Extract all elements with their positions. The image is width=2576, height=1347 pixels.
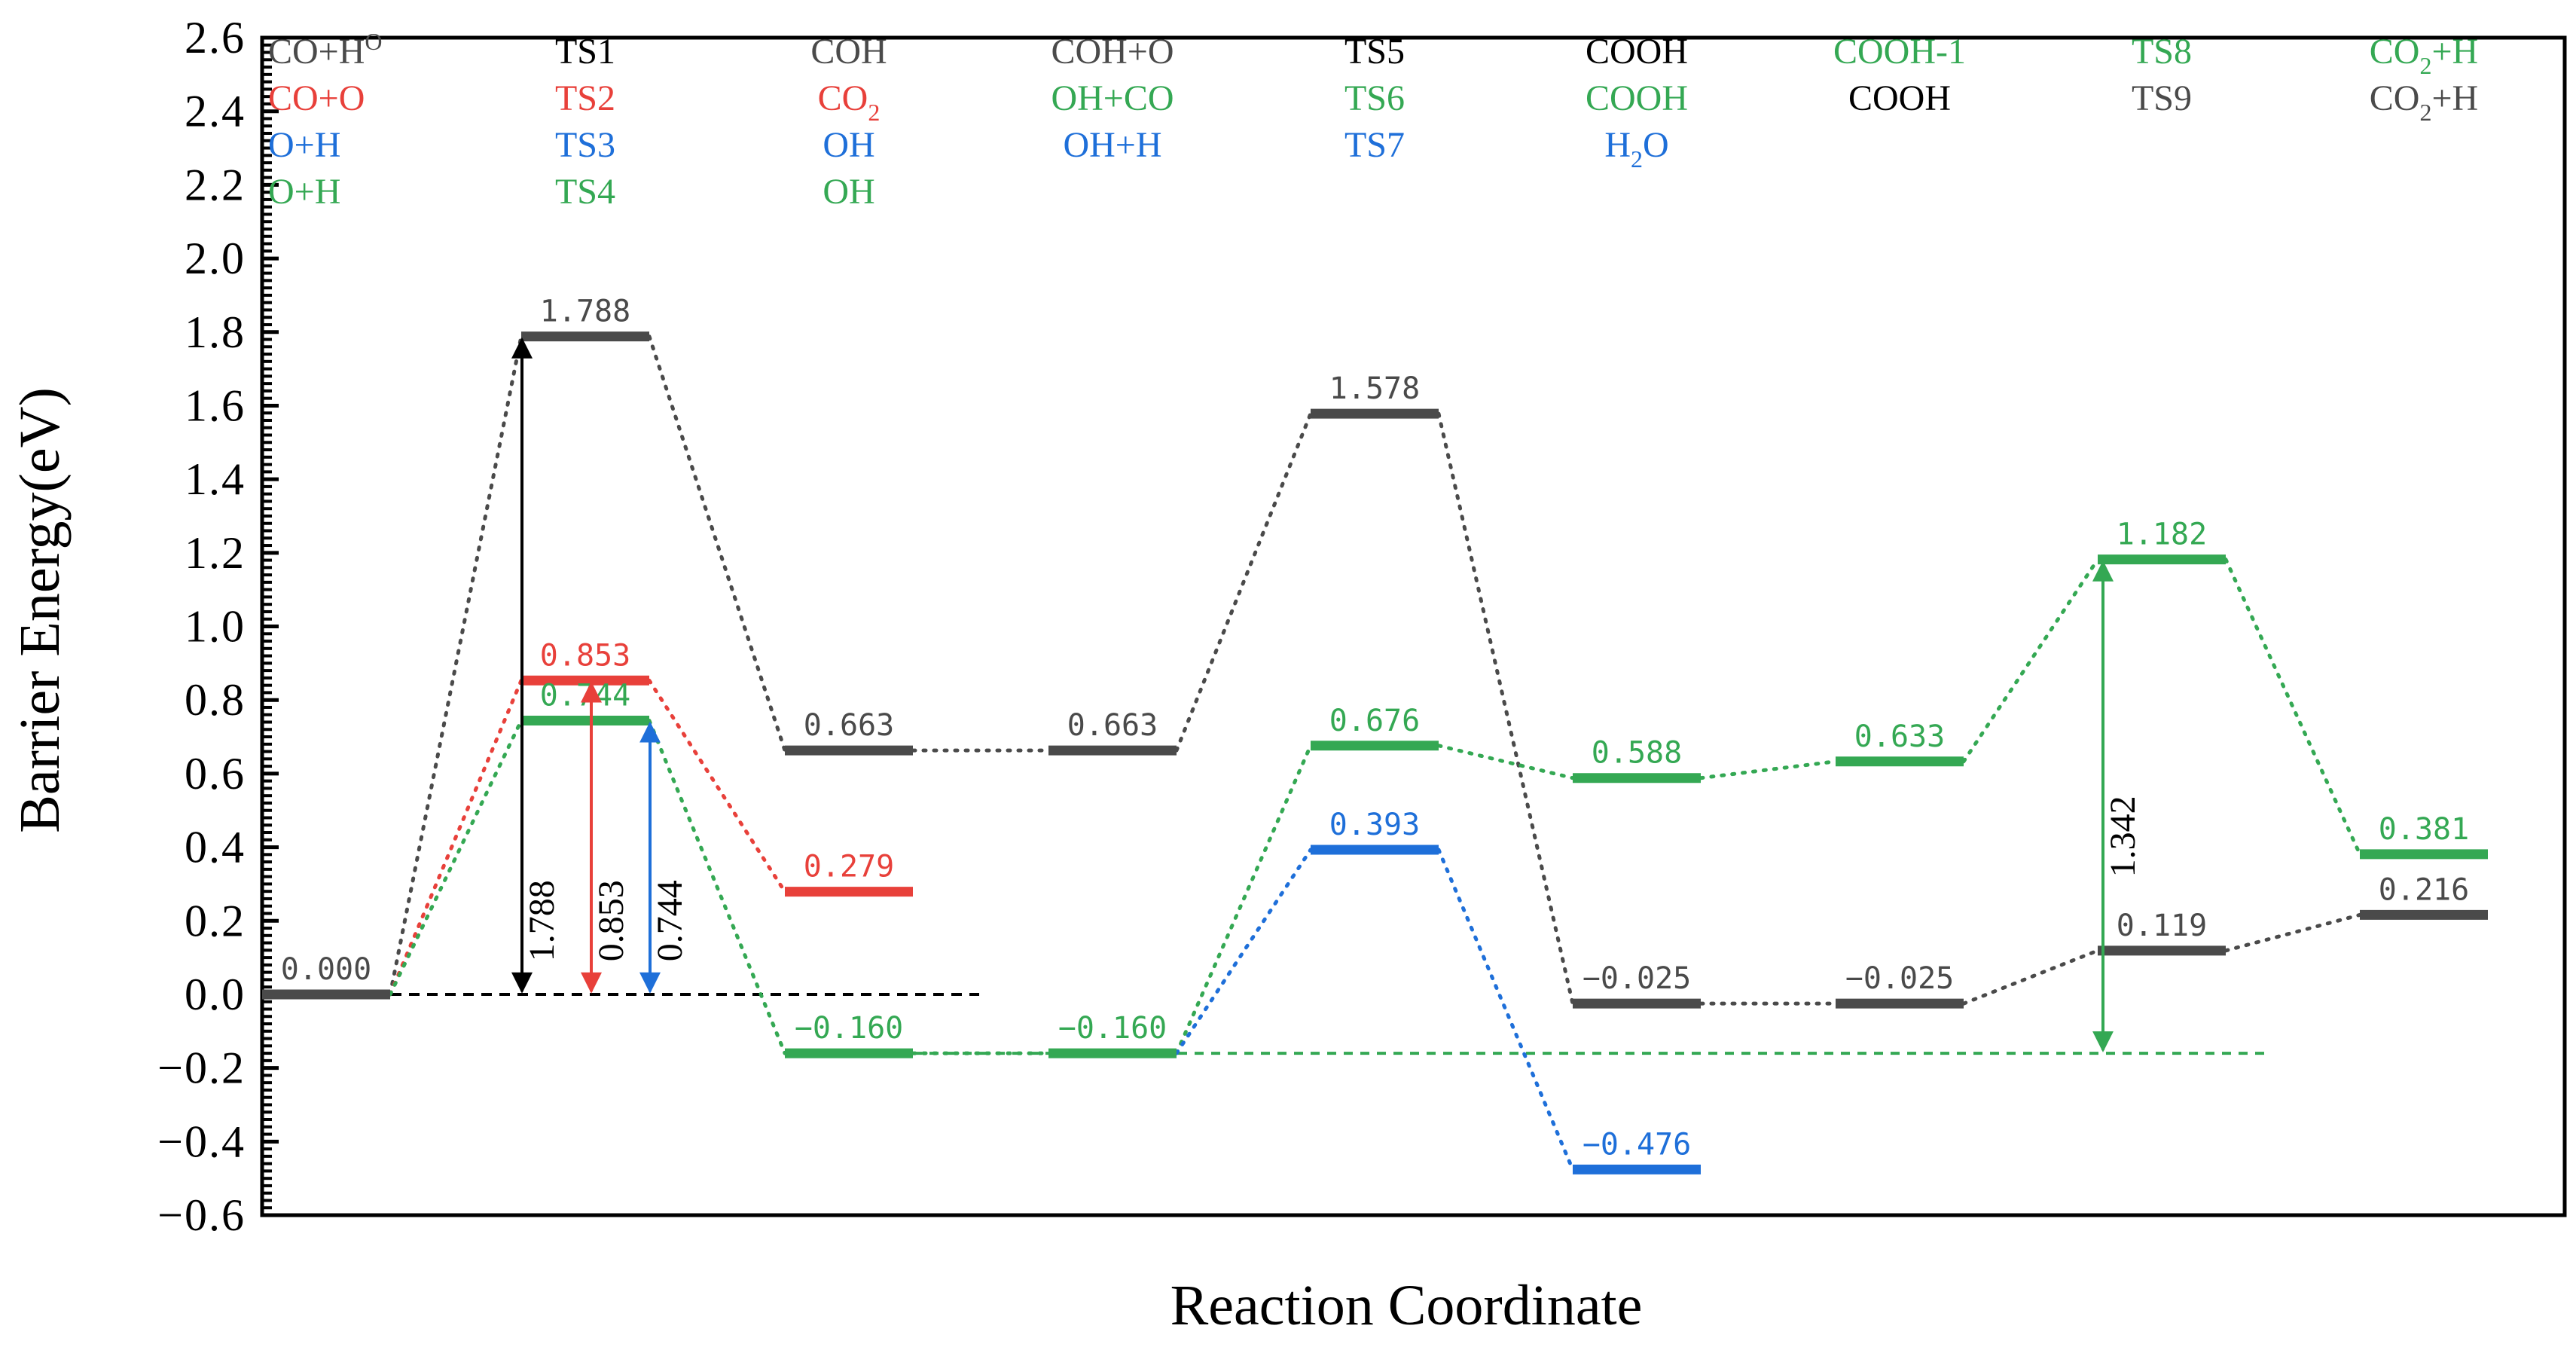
y-tick-label: 1.8 (185, 307, 246, 357)
barrier-value-label: 1.788 (522, 880, 562, 961)
connection-line (1174, 411, 1313, 753)
barrier-value-label: 0.744 (650, 880, 690, 961)
y-tick-label: 2.6 (185, 13, 246, 63)
y-tick-label: −0.6 (157, 1190, 246, 1240)
connections-group (388, 334, 2362, 1171)
connection-line (2223, 557, 2362, 857)
species-label: TS3 (555, 125, 615, 165)
species-label: TS2 (555, 78, 615, 118)
barrier-value-label: 1.342 (2103, 796, 2143, 877)
y-tick-label: 2.2 (185, 160, 246, 209)
energy-value-label: −0.476 (1583, 1127, 1692, 1162)
energy-value-label: 0.633 (1854, 719, 1945, 754)
energy-value-label: 0.663 (1067, 708, 1158, 743)
energy-value-label: 0.676 (1329, 704, 1420, 738)
energy-value-label: 0.744 (540, 679, 630, 713)
species-label: COOH-1 (1833, 32, 1966, 72)
x-axis-label: Reaction Coordinate (1170, 1274, 1643, 1337)
connection-line (1174, 744, 1313, 1055)
energy-value-label: 1.788 (540, 295, 630, 329)
species-label: H2O (1604, 125, 1668, 173)
species-label: TS8 (2132, 32, 2192, 72)
connection-line (1436, 411, 1575, 1006)
energy-value-label: 0.216 (2379, 872, 2469, 907)
barrier-arrows-group: 1.788 0.853 0.744 1.342 (511, 337, 2143, 1052)
connection-line (388, 678, 523, 997)
energy-value-label: 0.381 (2379, 812, 2469, 847)
connection-line (1699, 759, 1838, 780)
y-axis-label: Barrier Energy(eV) (8, 387, 72, 833)
connection-line (388, 334, 523, 997)
connection-line (647, 334, 787, 753)
y-tick-label: 0.2 (185, 896, 246, 945)
species-label: COOH (1586, 78, 1688, 118)
species-label: CO2+H (2370, 32, 2478, 79)
y-tick-label: −0.4 (157, 1116, 246, 1166)
y-tick-label: 0.0 (185, 970, 246, 1019)
energy-value-label: 0.279 (804, 850, 894, 884)
species-label: OH (823, 125, 874, 165)
species-label: COOH (1848, 78, 1951, 118)
connection-line (1174, 848, 1313, 1055)
y-tick-label: 1.4 (185, 454, 246, 504)
energy-value-label: −0.160 (1058, 1011, 1167, 1046)
species-label: OH+H (1063, 125, 1161, 165)
energy-value-label: 0.588 (1592, 736, 1682, 771)
species-label: COOH (1586, 32, 1688, 72)
axes-group: 2.6 2.4 2.2 2.0 1.8 1.6 1.4 1.2 1.0 0.8 0.6 0.4 0.2 0… (157, 13, 2567, 1240)
species-label: OH (823, 172, 874, 212)
species-label: TS1 (555, 32, 615, 72)
species-label: TS6 (1344, 78, 1405, 118)
energy-value-label: 0.663 (804, 708, 894, 743)
connection-line (1436, 848, 1575, 1171)
energy-value-label: 1.182 (2117, 518, 2207, 552)
species-label: COH (810, 32, 887, 72)
species-label: O+H (268, 172, 340, 212)
connection-line (1961, 948, 2100, 1006)
species-label: COH+O (1051, 32, 1174, 72)
energy-value-label: 0.119 (2117, 909, 2207, 943)
species-labels-group: CO+HOCO+OO+HO+HTS1TS2TS3TS4COHCO2OHOHCOH… (268, 28, 2478, 212)
connection-line (1436, 744, 1575, 780)
energy-value-label: −0.025 (1583, 961, 1692, 996)
levels-group: 0.000 1.788 0.853 0.744 0.663 0.279 −0.160 0.66… (262, 295, 2488, 1174)
barrier-value-label: 0.853 (591, 880, 631, 961)
energy-value-label: −0.160 (795, 1011, 904, 1046)
reference-lines-group (264, 992, 2267, 1055)
species-label: CO2 (818, 78, 881, 126)
energy-value-label: 0.853 (540, 638, 630, 673)
y-tick-label: −0.2 (157, 1043, 246, 1093)
connection-line (1961, 557, 2100, 764)
species-label: CO+HO (268, 28, 383, 72)
species-label: O+H (268, 125, 340, 165)
y-tick-label: 0.4 (185, 823, 246, 872)
connection-line (647, 719, 787, 1055)
species-label: CO2+H (2370, 78, 2478, 126)
species-label: TS9 (2132, 78, 2192, 118)
energy-value-label: 0.393 (1329, 808, 1420, 842)
species-label: TS7 (1344, 125, 1405, 165)
y-tick-label: 1.2 (185, 528, 246, 578)
species-label: OH+CO (1051, 78, 1174, 118)
connection-line (2223, 912, 2362, 953)
y-tick-label: 1.0 (185, 602, 246, 652)
plot-frame (260, 35, 2567, 1217)
connection-line (647, 678, 787, 894)
y-tick-label: 2.0 (185, 234, 246, 283)
y-tick-label: 0.6 (185, 749, 246, 799)
y-tick-label: 0.8 (185, 675, 246, 725)
energy-value-label: −0.025 (1845, 961, 1955, 996)
energy-value-label: 1.578 (1329, 371, 1420, 406)
connection-line (388, 719, 523, 997)
energy-value-label: 0.000 (281, 952, 371, 987)
y-tick-label: 1.6 (185, 380, 246, 430)
species-label: CO+O (268, 78, 365, 118)
species-label: TS4 (555, 172, 615, 212)
species-label: TS5 (1344, 32, 1405, 72)
y-tick-label: 2.4 (185, 87, 246, 136)
